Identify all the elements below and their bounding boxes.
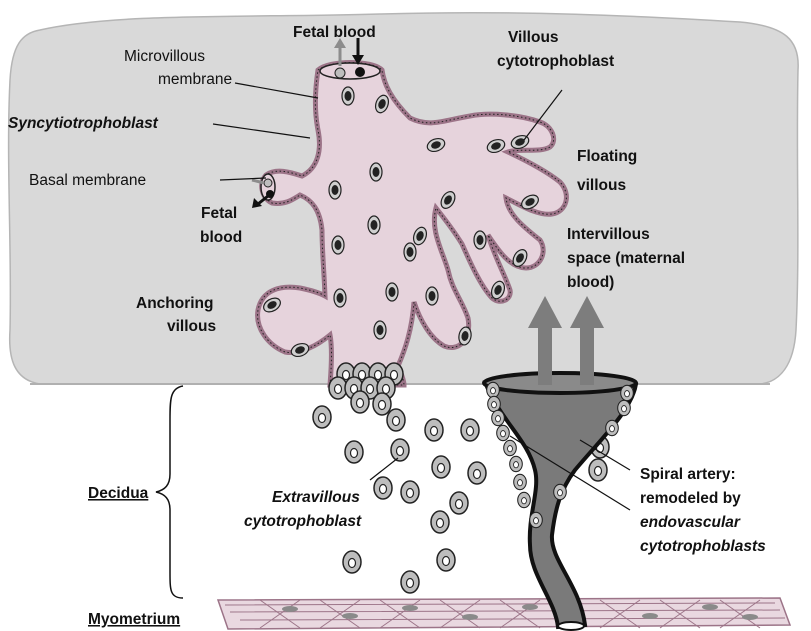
label-fetal-left: Fetal <box>201 205 237 222</box>
label-blood-left: blood <box>200 229 242 246</box>
label-endovascular-cytotrophoblasts: cytotrophoblasts <box>640 538 766 555</box>
label-membrane: membrane <box>158 71 232 88</box>
label-floating-villous: villous <box>577 177 626 194</box>
label-villous-cytotrophoblast: cytotrophoblast <box>497 53 614 70</box>
villous-top-opening <box>320 63 380 79</box>
label-intervillous-space: space (maternal <box>567 250 685 267</box>
label-extravillous: Extravillous <box>272 489 360 506</box>
label-spiral-artery: Spiral artery: <box>640 466 736 483</box>
label-anchoring-villous: villous <box>167 318 216 335</box>
myometrium-layer <box>218 598 790 629</box>
spiral-artery <box>485 375 636 627</box>
label-villous: Villous <box>508 29 559 46</box>
label-fetal-blood-top: Fetal blood <box>293 24 376 41</box>
label-remodeled-by: remodeled by <box>640 490 741 507</box>
label-intervillous: Intervillous <box>567 226 650 243</box>
label-syncytiotrophoblast: Syncytiotrophoblast <box>8 115 159 132</box>
cell-column <box>329 363 403 415</box>
label-extravillous-cytotrophoblast: cytotrophoblast <box>244 513 362 530</box>
label-decidua: Decidua <box>88 485 149 502</box>
label-floating: Floating <box>577 148 637 165</box>
label-myometrium: Myometrium <box>88 611 180 628</box>
label-basal-membrane: Basal membrane <box>29 172 146 189</box>
decidua-brace <box>156 386 183 598</box>
label-anchoring: Anchoring <box>136 295 214 312</box>
label-maternal-blood: blood) <box>567 274 614 291</box>
label-microvillous: Microvillous <box>124 48 205 65</box>
label-endovascular: endovascular <box>640 514 741 531</box>
